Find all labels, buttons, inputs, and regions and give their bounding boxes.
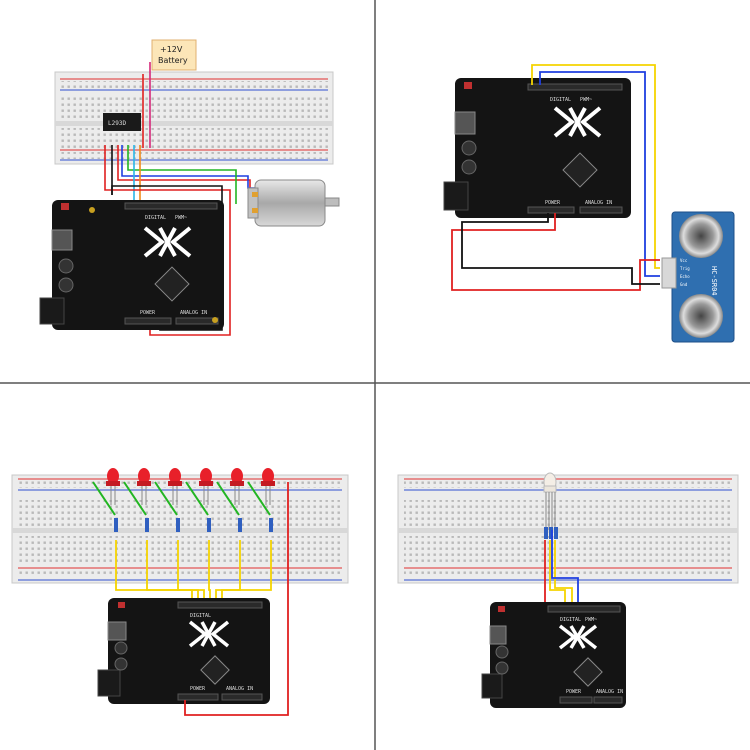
- battery-voltage: +12V: [160, 45, 183, 54]
- led-board-wires: [184, 482, 289, 716]
- quadrant-motor: +12V Battery L293D: [39, 39, 340, 336]
- digital-header-label: DIGITAL: [190, 613, 211, 619]
- digital-header-label: DIGITAL: [560, 617, 581, 623]
- microcontroller-board: DIGITAL POWER ANALOG IN: [97, 598, 270, 704]
- ultrasonic-wires: [451, 64, 660, 291]
- analog-header-label: ANALOG IN: [596, 689, 623, 695]
- power-header-label: POWER: [190, 686, 206, 692]
- pwm-header-label: PWM~: [175, 215, 187, 221]
- led-6: [221, 468, 275, 603]
- battery-name: Battery: [158, 56, 188, 65]
- power-header-label: POWER: [545, 200, 561, 206]
- pin-label-gnd: Gnd: [680, 282, 688, 287]
- pin-label-trig: Trig: [680, 266, 690, 271]
- ultrasonic-sensor: HC-SR04 Vcc Trig Echo Gnd: [661, 211, 735, 343]
- quadrant-ultrasonic: DIGITAL PWM~ POWER ANALOG IN HC-SR04 Vcc…: [443, 64, 735, 343]
- breadboard: [397, 474, 739, 584]
- led-2: [123, 468, 199, 603]
- battery-label: +12V Battery: [151, 39, 197, 71]
- analog-header-label: ANALOG IN: [180, 310, 207, 316]
- power-header-label: POWER: [140, 310, 156, 316]
- digital-header-label: DIGITAL: [550, 97, 571, 103]
- microcontroller-board: DIGITAL PWM~ POWER ANALOG IN: [443, 78, 631, 218]
- led-3: [154, 468, 205, 603]
- pwm-header-label: PWM~: [580, 97, 592, 103]
- breadboard: [54, 71, 334, 165]
- dc-motor: [247, 179, 340, 227]
- breadboard: [11, 474, 349, 584]
- power-header-label: POWER: [566, 689, 582, 695]
- quadrant-rgb: DIGITAL PWM~ POWER ANALOG IN: [397, 472, 739, 708]
- pin-label-vcc: Vcc: [680, 258, 688, 263]
- analog-header-label: ANALOG IN: [585, 200, 612, 206]
- microcontroller-board: DIGITAL PWM~ POWER ANALOG IN: [39, 200, 224, 330]
- microcontroller-board: DIGITAL PWM~ POWER ANALOG IN: [481, 602, 626, 708]
- led-4: [185, 468, 213, 603]
- led-array: [92, 468, 275, 603]
- driver-chip-label: L293D: [108, 120, 126, 127]
- transducer-bottom: [679, 294, 723, 338]
- sensor-model-label: HC-SR04: [710, 266, 718, 296]
- rgb-led: [543, 472, 557, 530]
- rgb-wires: [544, 530, 579, 610]
- analog-header-label: ANALOG IN: [226, 686, 253, 692]
- pwm-header-label: PWM~: [585, 617, 597, 623]
- rgb-resistors: [544, 527, 558, 539]
- transducer-top: [679, 214, 723, 258]
- driver-chip: L293D: [103, 113, 141, 131]
- quadrant-leds: DIGITAL POWER ANALOG IN: [11, 468, 349, 716]
- digital-header-label: DIGITAL: [145, 215, 166, 221]
- pin-label-echo: Echo: [680, 274, 690, 279]
